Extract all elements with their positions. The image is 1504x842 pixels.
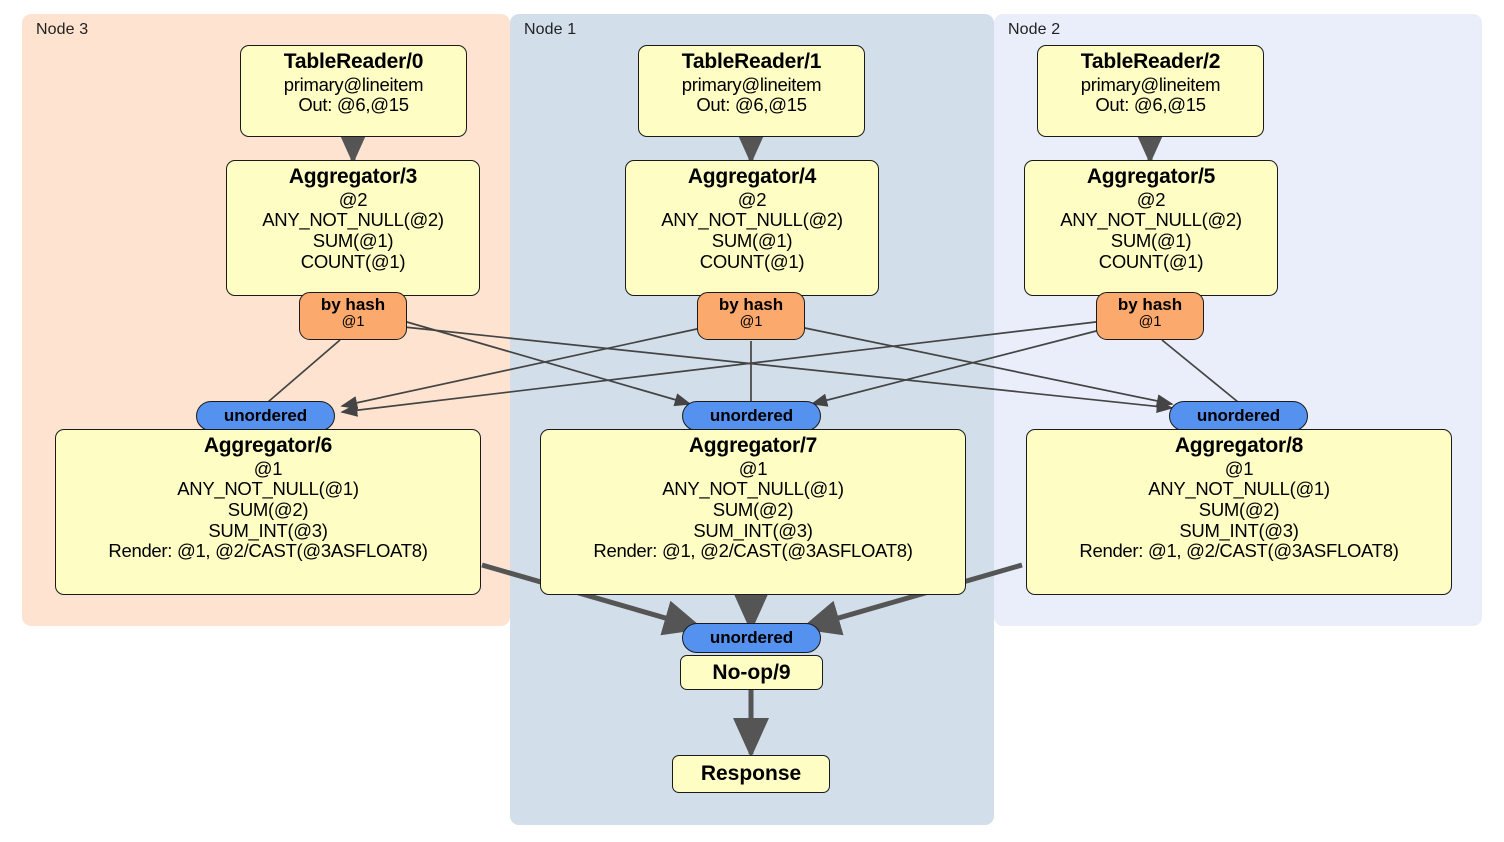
processor-detail: COUNT(@1) [699, 250, 805, 272]
processor-detail: @1 [738, 457, 768, 479]
processor-title: Aggregator/7 [688, 434, 818, 457]
processor-detail: SUM(@1) [312, 229, 394, 251]
processor-detail: @2 [737, 188, 767, 210]
processor-title: Aggregator/6 [203, 434, 333, 457]
processor-detail: SUM_INT(@3) [208, 519, 328, 541]
processor-title: TableReader/1 [681, 50, 822, 73]
processor-table-reader-0[interactable]: TableReader/0 primary@lineitem Out: @6,@… [240, 45, 467, 137]
processor-title: Aggregator/3 [288, 165, 418, 188]
processor-response[interactable]: Response [672, 755, 830, 793]
processor-detail: SUM(@1) [1110, 229, 1192, 251]
processor-detail: primary@lineitem [1080, 73, 1221, 95]
processor-detail: ANY_NOT_NULL(@1) [1148, 478, 1330, 500]
processor-detail: @1 [253, 457, 283, 479]
processor-title: Response [700, 762, 802, 785]
processor-render: Render: @1, @2/CAST(@3ASFLOAT8) [1079, 540, 1399, 562]
processor-aggregator-8[interactable]: Aggregator/8 @1 ANY_NOT_NULL(@1) SUM(@2)… [1026, 429, 1452, 595]
processor-detail: SUM(@2) [1198, 498, 1280, 520]
router-detail: @1 [739, 313, 763, 330]
processor-render: Render: @1, @2/CAST(@3ASFLOAT8) [593, 540, 913, 562]
processor-detail: @2 [338, 188, 368, 210]
router-title: by hash [1117, 295, 1183, 314]
processor-detail: primary@lineitem [283, 73, 424, 95]
output-router-by-hash-2[interactable]: by hash @1 [1096, 292, 1204, 340]
synchronizer-label: unordered [709, 628, 794, 647]
processor-detail: SUM(@2) [712, 498, 794, 520]
processor-detail: Out: @6,@15 [1095, 94, 1206, 116]
processor-detail: ANY_NOT_NULL(@2) [262, 209, 444, 231]
output-router-by-hash-1[interactable]: by hash @1 [697, 292, 805, 340]
input-synchronizer-unordered-2[interactable]: unordered [1169, 401, 1308, 431]
synchronizer-label: unordered [1196, 406, 1281, 425]
processor-title: TableReader/0 [283, 50, 424, 73]
processor-detail: ANY_NOT_NULL(@1) [662, 478, 844, 500]
processor-detail: @1 [1224, 457, 1254, 479]
input-synchronizer-unordered-1[interactable]: unordered [682, 401, 821, 431]
processor-title: Aggregator/4 [687, 165, 817, 188]
processor-title: Aggregator/8 [1174, 434, 1304, 457]
processor-title: TableReader/2 [1080, 50, 1221, 73]
processor-table-reader-2[interactable]: TableReader/2 primary@lineitem Out: @6,@… [1037, 45, 1264, 137]
processor-title: Aggregator/5 [1086, 165, 1216, 188]
processor-detail: ANY_NOT_NULL(@1) [177, 478, 359, 500]
input-synchronizer-unordered-0[interactable]: unordered [196, 401, 335, 431]
input-synchronizer-unordered-final[interactable]: unordered [682, 623, 821, 653]
node-panel-label-node1: Node 1 [524, 21, 577, 38]
router-title: by hash [718, 295, 784, 314]
processor-detail: SUM_INT(@3) [693, 519, 813, 541]
processor-aggregator-7[interactable]: Aggregator/7 @1 ANY_NOT_NULL(@1) SUM(@2)… [540, 429, 966, 595]
processor-detail: COUNT(@1) [1098, 250, 1204, 272]
processor-title: No-op/9 [712, 660, 791, 684]
processor-no-op-9[interactable]: No-op/9 [680, 655, 823, 690]
processor-detail: SUM(@1) [711, 229, 793, 251]
processor-render: Render: @1, @2/CAST(@3ASFLOAT8) [108, 540, 428, 562]
router-detail: @1 [1138, 313, 1162, 330]
router-detail: @1 [341, 313, 365, 330]
processor-detail: primary@lineitem [681, 73, 822, 95]
output-router-by-hash-0[interactable]: by hash @1 [299, 292, 407, 340]
processor-detail: ANY_NOT_NULL(@2) [1060, 209, 1242, 231]
processor-detail: ANY_NOT_NULL(@2) [661, 209, 843, 231]
processor-aggregator-3[interactable]: Aggregator/3 @2 ANY_NOT_NULL(@2) SUM(@1)… [226, 160, 480, 296]
synchronizer-label: unordered [223, 406, 308, 425]
processor-detail: SUM(@2) [227, 498, 309, 520]
synchronizer-label: unordered [709, 406, 794, 425]
processor-detail: Out: @6,@15 [696, 94, 807, 116]
processor-detail: COUNT(@1) [300, 250, 406, 272]
node-panel-label-node2: Node 2 [1008, 21, 1061, 38]
processor-detail: Out: @6,@15 [298, 94, 409, 116]
router-title: by hash [320, 295, 386, 314]
processor-detail: SUM_INT(@3) [1179, 519, 1299, 541]
processor-aggregator-6[interactable]: Aggregator/6 @1 ANY_NOT_NULL(@1) SUM(@2)… [55, 429, 481, 595]
node-panel-label-node3: Node 3 [36, 21, 89, 38]
processor-aggregator-5[interactable]: Aggregator/5 @2 ANY_NOT_NULL(@2) SUM(@1)… [1024, 160, 1278, 296]
processor-table-reader-1[interactable]: TableReader/1 primary@lineitem Out: @6,@… [638, 45, 865, 137]
processor-aggregator-4[interactable]: Aggregator/4 @2 ANY_NOT_NULL(@2) SUM(@1)… [625, 160, 879, 296]
processor-detail: @2 [1136, 188, 1166, 210]
